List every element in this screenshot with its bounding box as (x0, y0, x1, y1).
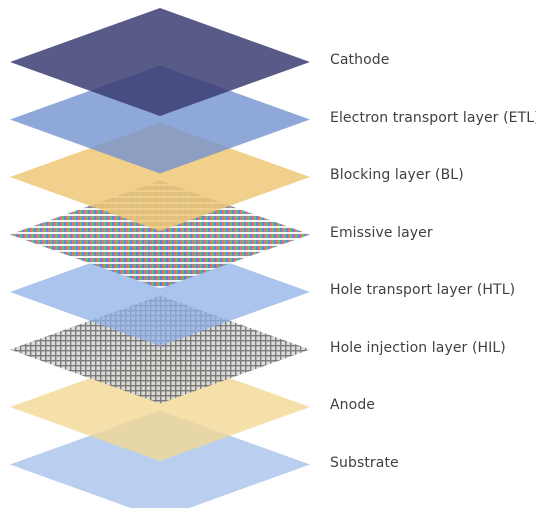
label-etl: Electron transport layer (ETL) (330, 109, 536, 126)
label-htl: Hole transport layer (HTL) (330, 282, 516, 298)
layer-htl (10, 238, 310, 346)
layer-bl (10, 123, 310, 231)
label-anode: Anode (330, 397, 376, 413)
label-substrate: Substrate (330, 454, 399, 471)
layer-cathode (10, 8, 310, 116)
layer-anode (10, 353, 310, 461)
layer-etl (10, 65, 310, 174)
label-emissive: Emissive layer (330, 224, 433, 241)
label-cathode: Cathode (330, 52, 390, 68)
layer-hil (10, 295, 310, 404)
label-bl: Blocking layer (BL) (330, 167, 464, 183)
layer-emissive (10, 180, 310, 289)
label-hil: Hole injection layer (HIL) (330, 339, 506, 356)
